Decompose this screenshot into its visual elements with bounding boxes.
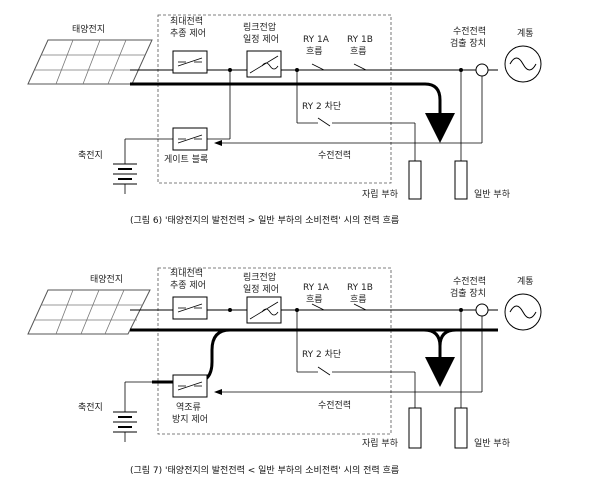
gate-label: 게이트 블록 [164, 154, 208, 165]
figure-6-caption: (그림 6) '태양전지의 발전전력 > 일반 부하의 소비전력' 시의 전력 … [130, 214, 399, 226]
self-load-label: 자립 부하 [362, 438, 399, 449]
meter-label-1: 수전전력 [453, 25, 486, 37]
battery-icon [113, 381, 152, 442]
power-flow-arrow [130, 82, 455, 143]
figure-6: 태양전지 최대전력 추종 제어 링크전압 일정 제어 RY 1A 흐름 RY 1… [27, 14, 542, 226]
received-power-label: 수전전력 [318, 399, 351, 411]
ry2-label: RY 2 차단 [302, 100, 341, 112]
grid-label: 계통 [517, 27, 534, 39]
link-label-2: 일정 제어 [243, 284, 279, 295]
meter-label-1: 수전전력 [453, 275, 486, 287]
self-load-block [408, 160, 422, 200]
ry1a-label-1: RY 1A [303, 283, 330, 293]
battery-label: 축전지 [78, 402, 103, 413]
meter-label-2: 검출 장치 [450, 287, 486, 299]
meter-label-2: 검출 장치 [450, 37, 486, 49]
load-power-flow-arrow [423, 328, 455, 387]
figure-7: 태양전지 최대전력 추종 제어 링크전압 일정 제어 RY 1A 흐름 RY 1… [27, 267, 542, 476]
ry1b-label-2: 흐름 [350, 294, 367, 305]
solar-panel-icon [27, 39, 153, 85]
controller-box [157, 14, 392, 184]
grid-label: 계통 [517, 275, 534, 287]
mppt-label-2: 추종 제어 [170, 28, 206, 39]
ry1b-label-1: RY 1B [347, 283, 373, 293]
meter-icon [475, 63, 489, 77]
self-load-label: 자립 부하 [362, 189, 399, 200]
battery-power-flow [152, 328, 231, 384]
general-load-block [454, 407, 468, 449]
solar-label: 태양전지 [72, 24, 105, 35]
general-load-label: 일반 부하 [474, 438, 511, 449]
battery-label: 축전지 [78, 150, 103, 161]
ry1b-label-1: RY 1B [347, 35, 373, 45]
mppt-label-2: 추종 제어 [170, 280, 206, 291]
ry2-label: RY 2 차단 [302, 348, 341, 360]
solar-panel-icon [27, 289, 151, 335]
ry1a-label-2: 흐름 [306, 46, 323, 57]
ry1a-label-1: RY 1A [303, 35, 330, 45]
controller-box [157, 267, 392, 435]
solar-label: 태양전지 [90, 274, 123, 285]
ry1a-label-2: 흐름 [306, 294, 323, 305]
reverse-flow-label-1: 역조류 [176, 402, 201, 413]
reverse-flow-label-2: 방지 제어 [172, 414, 208, 425]
figure-7-caption: (그림 7) '태양전지의 발전전력 < 일반 부하의 소비전력' 시의 전력 … [130, 464, 399, 476]
mppt-label-1: 최대전력 [170, 15, 203, 27]
meter-icon [475, 303, 489, 317]
ry2-switch [317, 366, 331, 376]
received-power-label: 수전전력 [318, 149, 351, 161]
ry2-switch [317, 117, 331, 127]
ry1b-label-2: 흐름 [350, 46, 367, 57]
self-load-block [408, 407, 422, 449]
general-load-block [454, 160, 468, 200]
battery-icon [113, 138, 173, 194]
link-label-2: 일정 제어 [243, 34, 279, 45]
link-label-1: 링크전압 [243, 271, 276, 283]
link-label-1: 링크전압 [243, 21, 276, 33]
general-load-label: 일반 부하 [474, 189, 511, 200]
mppt-label-1: 최대전력 [170, 267, 203, 279]
